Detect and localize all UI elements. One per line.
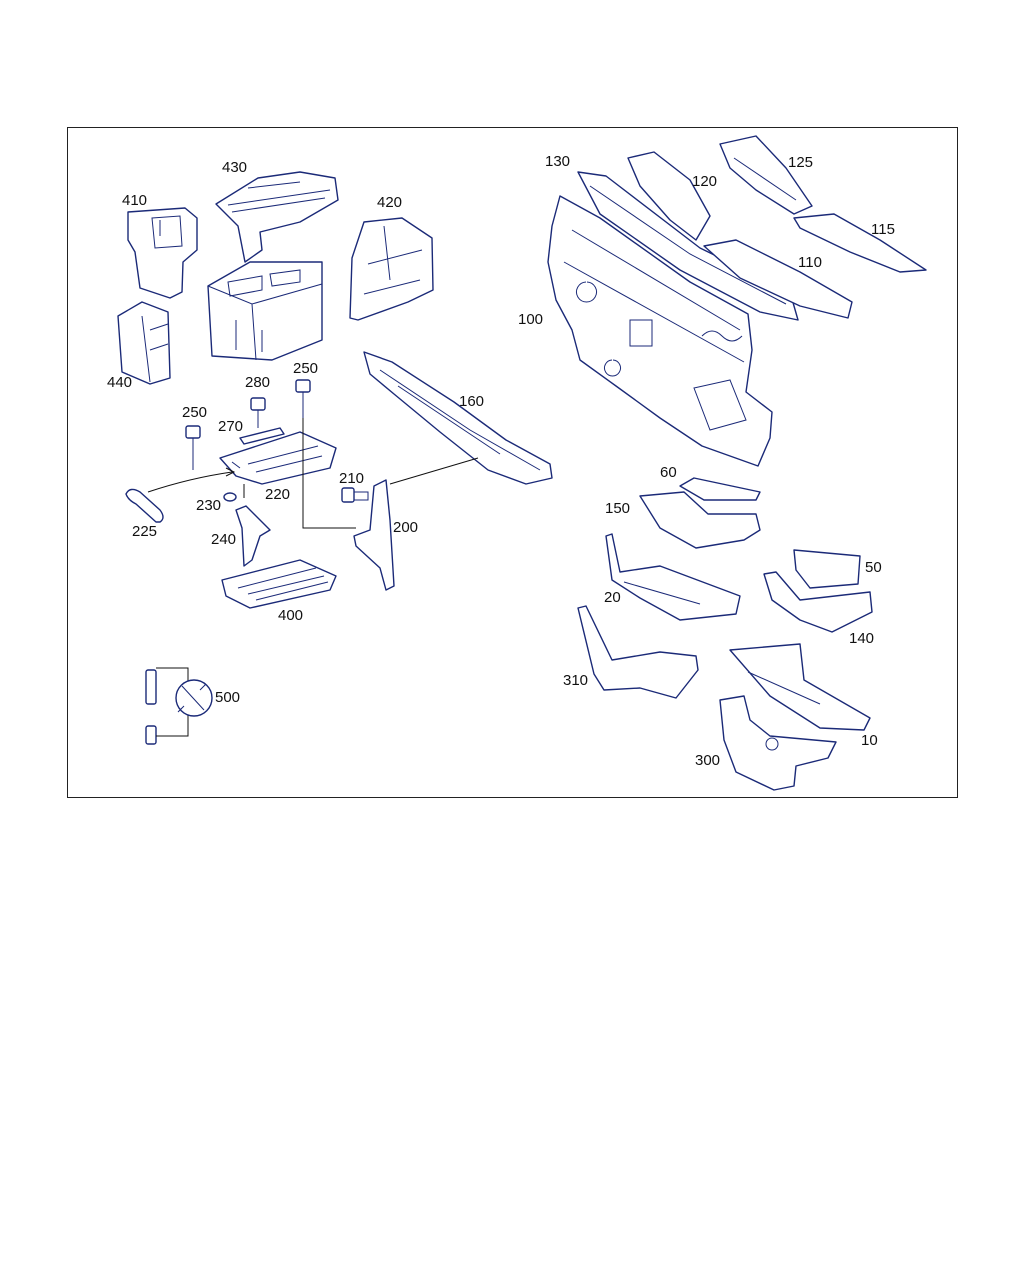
- label-420: 420: [377, 194, 402, 211]
- part-440-insulator: [117, 301, 171, 385]
- label-200: 200: [393, 519, 418, 536]
- label-130: 130: [545, 153, 570, 170]
- part-430-cover: [215, 171, 339, 263]
- part-20-wheelhouse: [605, 533, 741, 621]
- part-400-panel: [221, 559, 337, 609]
- label-240: 240: [211, 531, 236, 548]
- part-310-member: [577, 605, 699, 699]
- label-220: 220: [265, 486, 290, 503]
- label-400: 400: [278, 607, 303, 624]
- label-230: 230: [196, 497, 221, 514]
- label-210: 210: [339, 470, 364, 487]
- part-120-panel: [627, 151, 711, 241]
- label-60: 60: [660, 464, 677, 481]
- part-410-bracket: [127, 207, 198, 299]
- bolt-280: [250, 397, 266, 428]
- label-100: 100: [518, 311, 543, 328]
- part-60-bracket: [679, 477, 761, 501]
- part-125-panel: [719, 135, 813, 215]
- leader-lines-left: [243, 418, 479, 529]
- part-130-crossmember: [577, 171, 799, 321]
- label-125: 125: [788, 154, 813, 171]
- label-250-a: 250: [182, 404, 207, 421]
- label-310: 310: [563, 672, 588, 689]
- part-50-bracket: [793, 549, 861, 589]
- part-160-member: [363, 351, 553, 485]
- part-300-member: [719, 695, 837, 791]
- label-10: 10: [861, 732, 878, 749]
- wrench-icon: [175, 679, 213, 717]
- part-230-grommet: [223, 492, 237, 502]
- label-50: 50: [865, 559, 882, 576]
- label-410: 410: [122, 192, 147, 209]
- part-200-bracket: [353, 479, 395, 591]
- label-440: 440: [107, 374, 132, 391]
- label-500: 500: [215, 689, 240, 706]
- part-270-strip: [239, 427, 285, 445]
- label-150: 150: [605, 500, 630, 517]
- label-430: 430: [222, 159, 247, 176]
- label-280: 280: [245, 374, 270, 391]
- part-500-tools: [145, 667, 213, 745]
- label-110: 110: [798, 254, 822, 271]
- part-150-wheelhouse: [639, 491, 761, 549]
- diagram-frame: [67, 127, 958, 798]
- part-240-support: [235, 505, 271, 567]
- label-225: 225: [132, 523, 157, 540]
- part-225-hose: [125, 467, 236, 523]
- label-160: 160: [459, 393, 484, 410]
- part-220-tray: [219, 431, 337, 485]
- part-420-panel: [349, 217, 434, 321]
- label-300: 300: [695, 752, 720, 769]
- label-115: 115: [871, 221, 895, 238]
- bolt-210: [341, 487, 369, 503]
- callout-labels: 430 410 420 440 250 280 250 270 220 230 …: [107, 153, 895, 769]
- label-140: 140: [849, 630, 874, 647]
- part-100-bulkhead: [547, 195, 773, 467]
- part-115-strip: [793, 213, 927, 273]
- label-120: 120: [692, 173, 717, 190]
- label-20: 20: [604, 589, 621, 606]
- part-10-wheelhouse: [729, 643, 871, 731]
- bolt-250-b: [295, 379, 311, 418]
- label-270: 270: [218, 418, 243, 435]
- bolt-250-a: [185, 425, 201, 470]
- part-140-wheelhouse: [763, 571, 873, 633]
- label-250-b: 250: [293, 360, 318, 377]
- part-110-strip: [703, 239, 853, 319]
- battery: [207, 261, 323, 361]
